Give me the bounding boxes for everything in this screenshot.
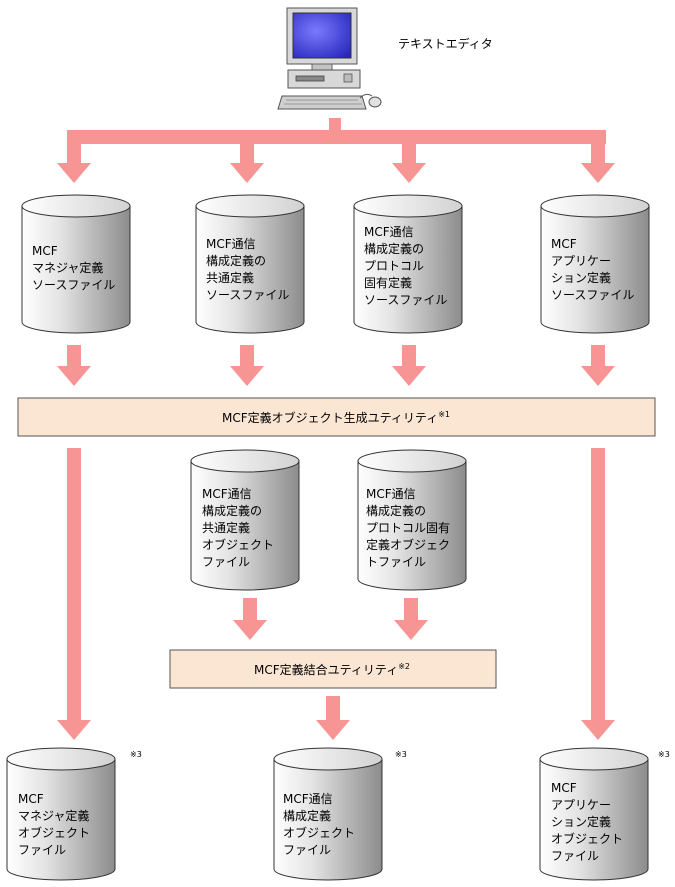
source-file-application-label-line: ソースファイル	[551, 288, 634, 302]
intermediate-file-protocol-label-line: トファイル	[366, 555, 426, 569]
utility1-label: MCF定義オブジェクト生成ユティリティ※1	[222, 410, 450, 425]
arrow-util2-to-object-2	[316, 696, 350, 740]
utility1-box	[17, 397, 656, 437]
intermediate-file-protocol-label-line: プロトコル固有	[366, 521, 450, 535]
object-note-3: ※3	[658, 750, 670, 759]
arrow-to-source-4	[581, 138, 615, 183]
source-file-manager-body	[21, 205, 131, 334]
source-file-common-label-line: 共通定義	[206, 270, 254, 285]
editor-label: テキストエディタ	[398, 36, 493, 51]
object-file-application-label-line: アプリケー	[551, 798, 611, 812]
source-file-manager-label-line: MCF	[32, 244, 58, 258]
intermediate-file-protocol-label-line: 定義オブジェク	[366, 537, 450, 552]
source-file-protocol-body	[353, 205, 463, 334]
arrow-source-3-to-util1	[392, 345, 426, 386]
object-file-communication-label-line: オブジェクト	[283, 825, 355, 840]
intermediate-file-common-label-line: 共通定義	[202, 520, 250, 535]
object-file-communication-label-line: MCF通信	[283, 792, 333, 806]
object-file-manager-label-line: ファイル	[18, 843, 66, 857]
source-file-protocol-label-line: ソースファイル	[364, 293, 447, 307]
object-file-communication-body	[273, 758, 383, 881]
object-file-application-label-line: ファイル	[551, 849, 599, 863]
arrow-source-4-to-util1	[581, 345, 615, 386]
computer-icon	[277, 7, 382, 110]
source-file-protocol-label-line: 固有定義	[364, 275, 412, 290]
source-file-protocol-label-line: 構成定義の	[364, 241, 424, 256]
intermediate-file-protocol-body	[357, 460, 467, 591]
source-file-common-label-line: MCF通信	[206, 237, 256, 251]
source-file-manager-label-line: マネジャ定義	[32, 260, 103, 275]
object-file-manager-label-line: オブジェクト	[18, 825, 90, 840]
intermediate-file-common-top	[190, 449, 300, 473]
object-note-1: ※3	[130, 750, 142, 759]
source-file-protocol-label-line: プロトコル	[364, 259, 424, 273]
intermediate-file-protocol-label-line: 構成定義の	[366, 503, 426, 518]
source-file-common-label-line: 構成定義の	[206, 253, 266, 268]
intermediate-file-protocol-label-line: MCF通信	[366, 487, 416, 501]
arrow-util1-to-object-1	[57, 448, 91, 740]
source-file-application-top	[540, 194, 650, 218]
arrow-intermediate-1-to-util2	[233, 598, 267, 640]
source-file-protocol-top	[353, 194, 463, 218]
intermediate-file-protocol-top	[357, 449, 467, 473]
object-file-manager-label-line: マネジャ定義	[18, 808, 89, 823]
intermediate-file-common-label-line: ファイル	[202, 555, 250, 569]
object-file-application-label-line: ション定義	[551, 814, 611, 829]
source-file-application-label-line: MCF	[551, 237, 577, 251]
object-file-application-body	[539, 758, 649, 881]
arrow-source-1-to-util1	[57, 345, 91, 386]
source-file-application-label-line: ション定義	[551, 270, 611, 285]
arrow-source-2-to-util1	[230, 345, 264, 386]
arrow-to-source-3	[392, 138, 426, 183]
cylinders: MCFマネジャ定義ソースファイルMCF通信構成定義の共通定義ソースファイルMCF…	[6, 194, 650, 881]
arrow-distribution-bar	[67, 130, 606, 144]
object-file-application-label-line: オブジェクト	[551, 831, 623, 846]
source-file-application-body	[540, 205, 650, 334]
source-file-manager-label-line: ソースファイル	[32, 278, 115, 292]
object-file-communication-label-line: 構成定義	[283, 808, 331, 823]
source-file-common-body	[195, 205, 305, 334]
arrow-util1-to-object-3	[581, 448, 615, 740]
object-note-2: ※3	[395, 750, 407, 759]
object-file-manager-top	[6, 747, 116, 771]
source-file-protocol-label-line: MCF通信	[364, 225, 414, 239]
arrow-intermediate-2-to-util2	[394, 598, 428, 640]
arrows	[57, 118, 615, 740]
intermediate-file-common-label-line: MCF通信	[202, 487, 252, 501]
intermediate-file-common-label-line: 構成定義の	[202, 503, 262, 518]
object-file-manager-label-line: MCF	[18, 792, 44, 806]
source-file-manager-top	[21, 194, 131, 218]
object-file-communication-top	[273, 747, 383, 771]
arrow-to-source-1	[57, 138, 91, 183]
intermediate-file-common-body	[190, 460, 300, 591]
utility2-box	[169, 649, 497, 689]
object-file-application-top	[539, 747, 649, 771]
object-file-communication-label-line: ファイル	[283, 843, 331, 857]
intermediate-file-common-label-line: オブジェクト	[202, 537, 274, 552]
utility2-label: MCF定義結合ユティリティ※2	[254, 662, 410, 677]
object-file-application-label-line: MCF	[551, 781, 577, 795]
object-file-manager-body	[6, 758, 116, 881]
source-file-application-label-line: アプリケー	[551, 254, 611, 268]
arrow-to-source-2	[230, 138, 264, 183]
source-file-common-label-line: ソースファイル	[206, 288, 289, 302]
source-file-common-top	[195, 194, 305, 218]
